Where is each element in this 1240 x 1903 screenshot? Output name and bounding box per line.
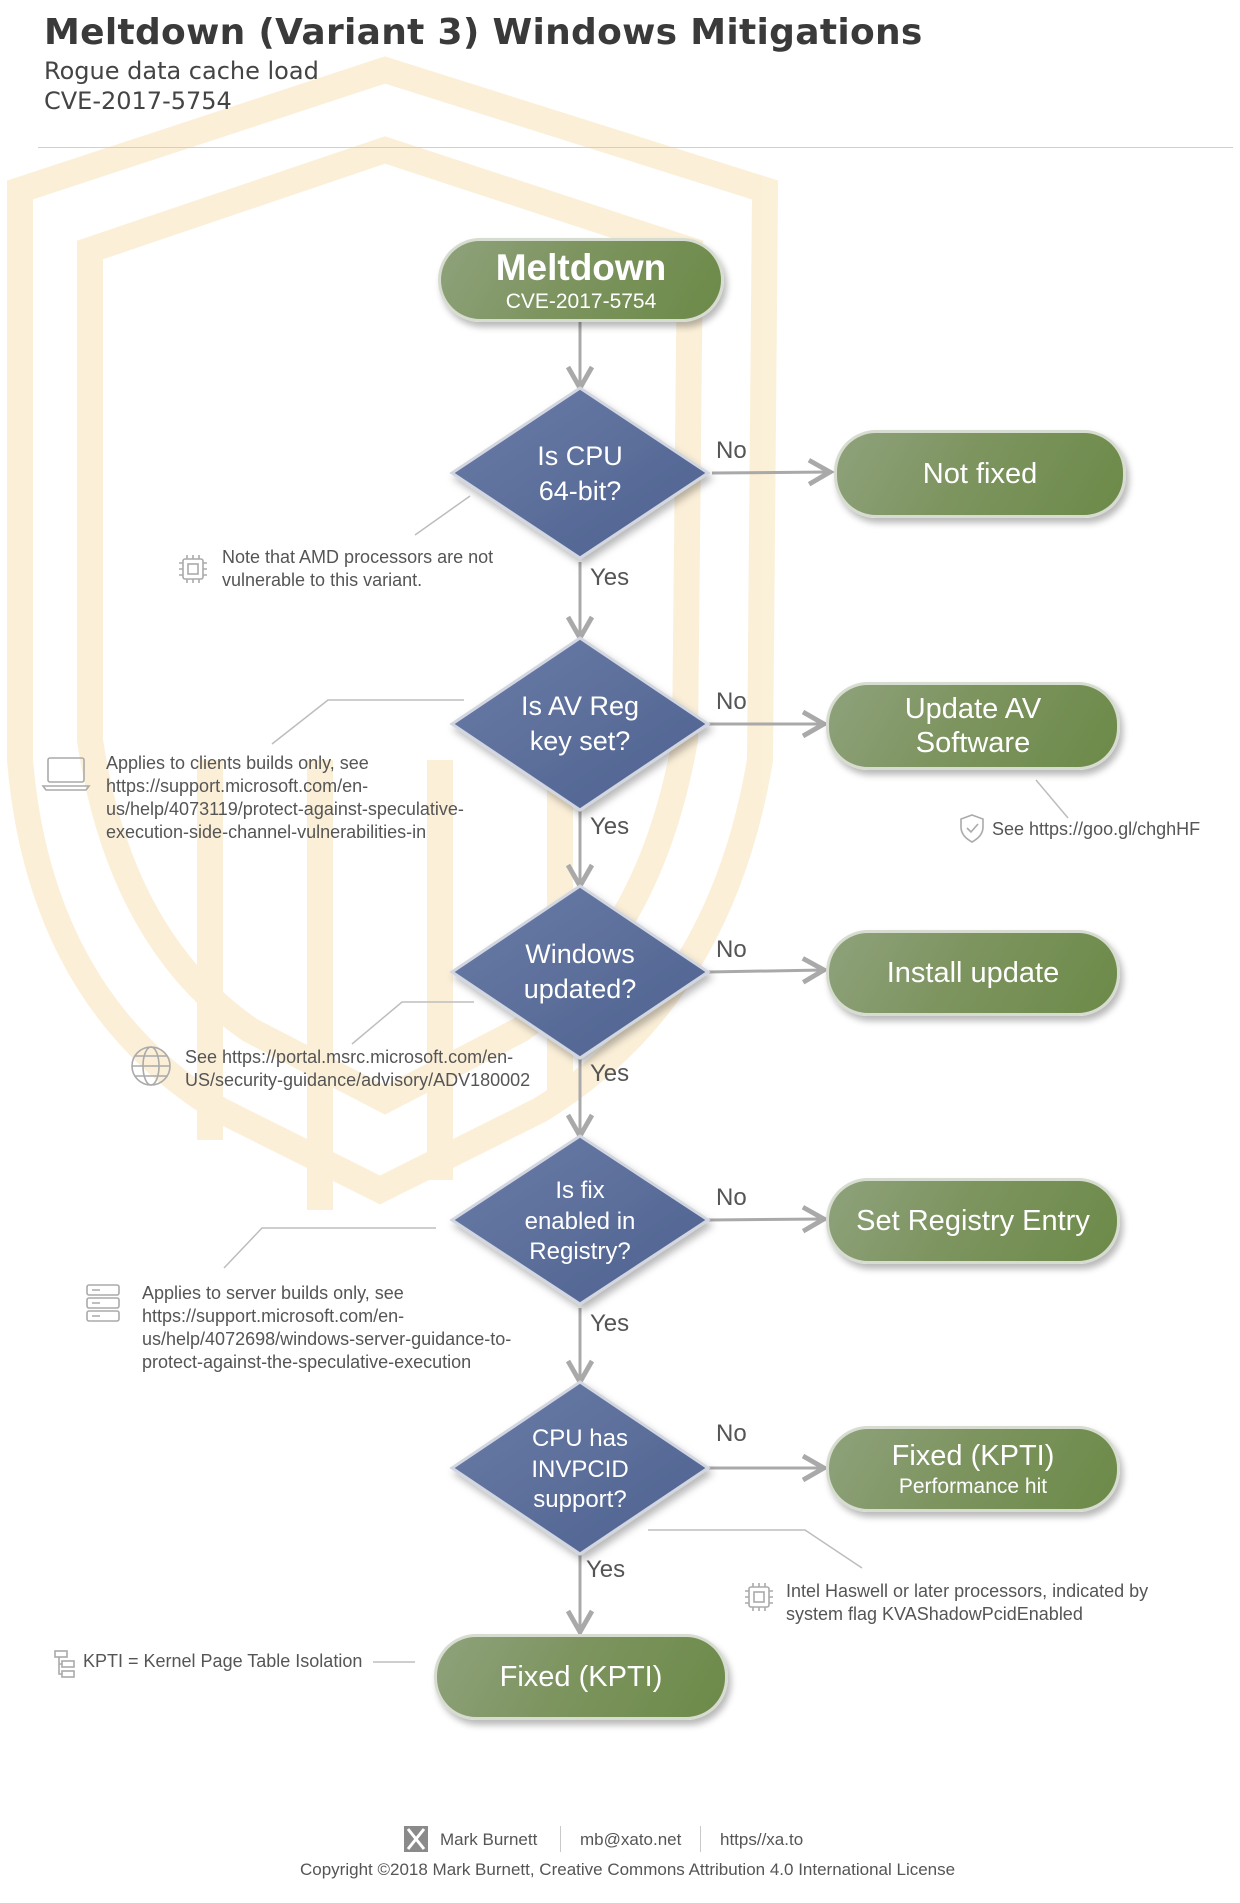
outcome-fixed-kpti-perf: Fixed (KPTI) Performance hit [826,1426,1120,1512]
start-node-cve: CVE-2017-5754 [505,290,657,314]
edge-label-yes: Yes [586,1556,626,1583]
shield-check-icon [960,814,984,843]
outcome-fixed-kpti-label: Fixed (KPTI) [499,1660,663,1693]
note-server-builds: Applies to server builds only, see https… [142,1283,512,1372]
outcome-fixed-kpti-perf-title: Fixed (KPTI) [891,1440,1055,1473]
edge-label-no: No [716,1184,747,1211]
footer-website[interactable]: https//xa.to [720,1830,804,1849]
note-intel-haswell: Intel Haswell or later processors, indic… [786,1581,1149,1624]
server-icon [86,1284,120,1322]
edge-label-yes: Yes [590,1310,630,1337]
decision-shapes [449,386,711,1556]
flow-arrows [565,320,835,1637]
note-kpti-definition: KPTI = Kernel Page Table Isolation [83,1651,363,1671]
decision-label-cpu-64bit: Is CPU 64-bit? [537,440,623,506]
edge-label-yes: Yes [590,813,630,840]
edge-label-no: No [716,688,747,715]
outcome-fixed-kpti-perf-sub: Performance hit [898,1474,1048,1498]
note-av-link: See https://goo.gl/chghHF [992,819,1201,839]
meltdown-watermark [6,56,779,1210]
decision-label-invpcid: CPU has INVPCID support? [531,1425,629,1514]
decision-label-av-reg: Is AV Reg key set? [520,690,640,756]
decision-diamond-cpu-64bit [449,386,711,560]
page-title: Meltdown (Variant 3) Windows Mitigations [44,12,923,53]
cpu-chip-icon [745,1583,773,1611]
outcome-install-update-label: Install update [886,956,1060,989]
edge-label-yes: Yes [590,564,630,591]
note-leader-lines [223,495,1069,1663]
footer-divider [560,1826,561,1852]
decision-diamond-fix-enabled [449,1134,711,1306]
start-node-title: Meltdown [495,246,667,288]
globe-icon [131,1046,171,1086]
hierarchy-icon [54,1650,75,1678]
outcome-install-update: Install update [826,930,1120,1016]
page-subtitle: Rogue data cache load [44,57,319,85]
xato-logo-icon [404,1826,428,1852]
outcome-update-av-label: Update AV Software [904,692,1042,759]
header-divider [38,147,1233,148]
footer-divider [700,1826,701,1852]
outcome-not-fixed: Not fixed [834,430,1126,518]
note-amd: Note that AMD processors are not vulnera… [222,547,494,590]
footer-author: Mark Burnett [440,1830,538,1849]
footer-copyright: Copyright ©2018 Mark Burnett, Creative C… [300,1860,956,1879]
decision-diamond-windows-updated [449,884,711,1060]
outcome-update-av: Update AV Software [826,682,1120,770]
decision-label-fix-enabled: Is fix enabled in Registry? [524,1177,636,1266]
footer-email[interactable]: mb@xato.net [580,1830,682,1849]
outcome-set-registry: Set Registry Entry [826,1178,1120,1264]
edge-label-yes: Yes [590,1060,630,1087]
decision-diamond-av-reg [449,636,711,812]
outcome-not-fixed-label: Not fixed [922,457,1038,490]
cpu-chip-icon [179,555,207,583]
page-cve-id: CVE-2017-5754 [44,87,232,115]
edge-label-no: No [716,1420,747,1447]
edge-label-no: No [716,936,747,963]
decision-label-windows-updated: Windows updated? [523,938,637,1004]
edge-label-no: No [716,437,747,464]
note-client-builds: Applies to clients builds only, see http… [106,753,464,842]
outcome-set-registry-label: Set Registry Entry [856,1204,1090,1237]
note-msrc-advisory: See https://portal.msrc.microsoft.com/en… [185,1047,531,1090]
decision-diamond-invpcid [449,1380,711,1556]
start-node-meltdown: Meltdown CVE-2017-5754 [438,238,724,322]
laptop-icon [41,757,91,791]
outcome-fixed-kpti: Fixed (KPTI) [434,1634,728,1720]
